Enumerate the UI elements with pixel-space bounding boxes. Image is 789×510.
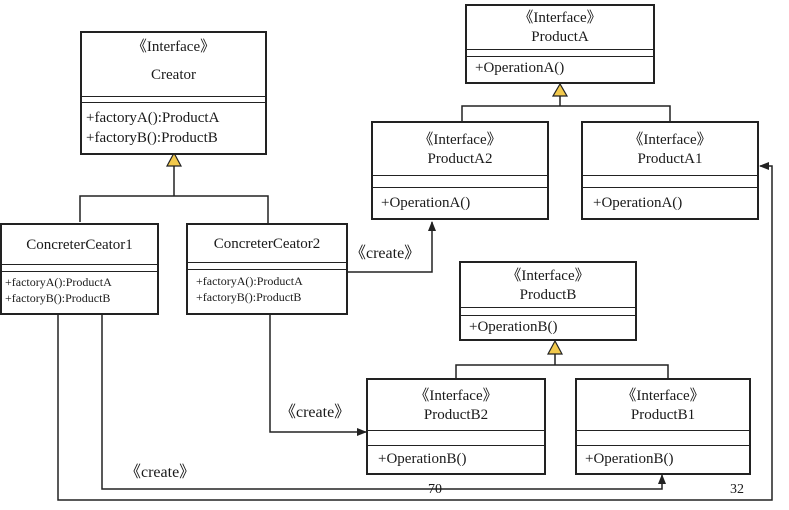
productb-stereotype: 《Interface》 xyxy=(506,268,590,284)
concretercreator2-class[interactable]: ConcreterCeator2 +factoryA():ProductA +f… xyxy=(186,223,348,315)
productb2-op: +OperationB() xyxy=(378,451,467,467)
producta2-name: ProductA2 xyxy=(427,150,493,167)
concretercreator2-op-factoryb: +factoryB():ProductB xyxy=(196,289,302,304)
producta-op: +OperationA() xyxy=(475,60,565,76)
producta2-stereotype: 《Interface》 xyxy=(418,132,502,148)
concretercreator1-op-factorya: +factoryA():ProductA xyxy=(5,275,112,289)
concretercreator2-op-factorya: +factoryA():ProductA xyxy=(196,274,303,288)
creator-op-factoryb: +factoryB():ProductB xyxy=(86,129,218,146)
productb-op: +OperationB() xyxy=(469,319,558,335)
producta1-name: ProductA1 xyxy=(637,150,703,167)
creator-op-factorya: +factoryA():ProductA xyxy=(86,110,220,126)
generalization-line-creator xyxy=(79,166,269,224)
productb-name: ProductB xyxy=(519,286,577,303)
generalization-line-productb xyxy=(455,354,669,378)
generalization-triangle-productb xyxy=(546,339,564,355)
create-label-c1-productb1: 《create》 xyxy=(125,464,196,481)
producta-stereotype: 《Interface》 xyxy=(518,10,602,26)
producta-name: ProductA xyxy=(531,28,589,45)
productb2-stereotype: 《Interface》 xyxy=(414,388,498,404)
concretercreator2-name: ConcreterCeator2 xyxy=(213,236,321,252)
producta1-stereotype: 《Interface》 xyxy=(628,132,712,148)
productb1-name: ProductB1 xyxy=(630,406,696,423)
producta2-class[interactable]: 《Interface》 ProductA2 +OperationA() xyxy=(371,121,549,220)
creator-class[interactable]: 《Interface》 Creator +factoryA():ProductA… xyxy=(80,31,267,155)
producta2-op: +OperationA() xyxy=(381,195,471,211)
generalization-triangle-creator xyxy=(165,151,183,167)
productb-class[interactable]: 《Interface》 ProductB +OperationB() xyxy=(459,261,637,341)
generalization-triangle-producta xyxy=(551,82,569,97)
create-label-c2-producta2: 《create》 xyxy=(350,245,421,262)
productb2-class[interactable]: 《Interface》 ProductB2 +OperationB() xyxy=(366,378,546,475)
create-line-c1-productb1 xyxy=(101,315,666,490)
creator-stereotype: 《Interface》 xyxy=(131,39,216,55)
productb1-op: +OperationB() xyxy=(585,451,674,467)
generalization-line-producta xyxy=(461,96,671,121)
creator-name: Creator xyxy=(151,66,196,83)
create-line-c1-producta1 xyxy=(57,162,773,501)
concretercreator1-name: ConcreterCeator1 xyxy=(26,237,133,253)
create-line-c2-productb2 xyxy=(269,315,367,436)
producta1-op: +OperationA() xyxy=(593,195,683,211)
create-line-c2-producta2 xyxy=(348,221,436,273)
producta1-class[interactable]: 《Interface》 ProductA1 +OperationA() xyxy=(581,121,759,220)
producta-class[interactable]: 《Interface》 ProductA +OperationA() xyxy=(465,4,655,84)
productb2-name: ProductB2 xyxy=(423,406,489,423)
productb1-class[interactable]: 《Interface》 ProductB1 +OperationB() xyxy=(575,378,751,475)
concretercreator1-class[interactable]: ConcreterCeator1 +factoryA():ProductA +f… xyxy=(0,223,159,315)
create-label-c2-productb2: 《create》 xyxy=(280,404,351,421)
productb1-stereotype: 《Interface》 xyxy=(621,388,705,404)
page-number-right: 32 xyxy=(730,482,744,497)
concretercreator1-op-factoryb: +factoryB():ProductB xyxy=(5,290,111,305)
page-number-left: 70 xyxy=(428,482,442,497)
